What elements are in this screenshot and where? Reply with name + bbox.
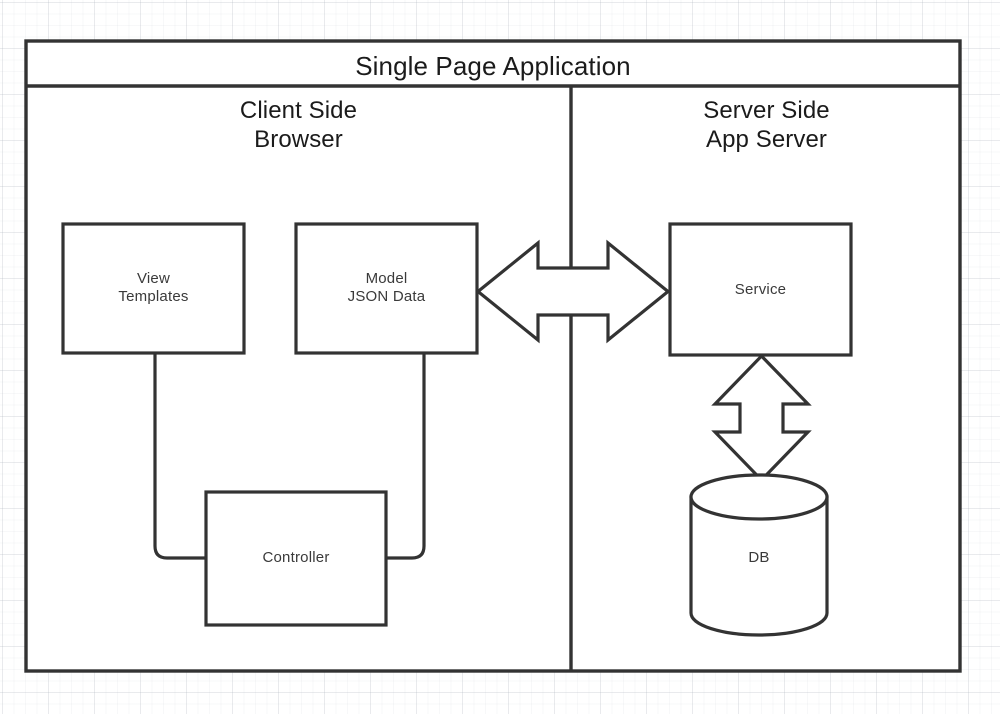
node-view-templates[interactable] <box>61 222 246 355</box>
connector-model-controller <box>386 353 426 560</box>
node-db-cylinder[interactable] <box>689 473 829 637</box>
node-controller[interactable] <box>204 490 388 627</box>
node-model-json-data[interactable] <box>294 222 479 355</box>
node-service[interactable] <box>668 222 853 357</box>
connector-model-service-arrow <box>475 239 671 344</box>
connector-view-controller <box>153 353 206 560</box>
